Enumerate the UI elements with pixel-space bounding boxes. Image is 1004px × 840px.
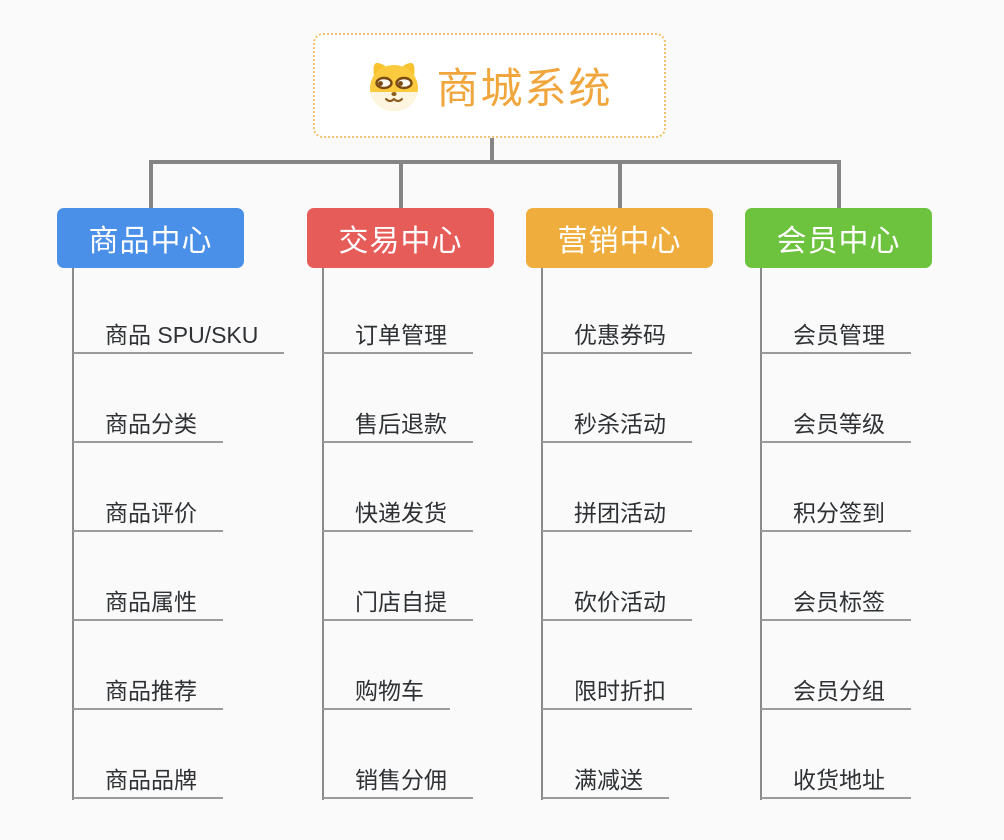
branch-drop-line — [398, 160, 403, 210]
child-node[interactable]: 限时折扣 — [542, 674, 692, 710]
branch-connector-bar — [148, 160, 841, 164]
child-node[interactable]: 购物车 — [323, 674, 450, 710]
child-node[interactable]: 商品 SPU/SKU — [73, 318, 285, 354]
child-node[interactable]: 积分签到 — [761, 496, 911, 532]
child-node[interactable]: 砍价活动 — [542, 585, 692, 621]
child-node[interactable]: 商品推荐 — [73, 674, 223, 710]
child-node[interactable]: 会员等级 — [761, 407, 911, 443]
branch-node-1[interactable]: 商品中心 — [57, 208, 244, 268]
children-connector-line — [541, 268, 543, 800]
child-node[interactable]: 满减送 — [542, 763, 669, 799]
branch-drop-line — [836, 160, 841, 210]
child-node[interactable]: 拼团活动 — [542, 496, 692, 532]
child-node[interactable]: 销售分佣 — [323, 763, 473, 799]
child-node[interactable]: 订单管理 — [323, 318, 473, 354]
child-node[interactable]: 会员管理 — [761, 318, 911, 354]
root-node[interactable]: 商城系统 — [313, 33, 666, 138]
child-node[interactable]: 秒杀活动 — [542, 407, 692, 443]
trunk-connector-line — [490, 138, 494, 162]
child-node[interactable]: 售后退款 — [323, 407, 473, 443]
child-node[interactable]: 快递发货 — [323, 496, 473, 532]
children-connector-line — [72, 268, 74, 800]
branch-drop-line — [617, 160, 622, 210]
child-node[interactable]: 商品品牌 — [73, 763, 223, 799]
child-node[interactable]: 门店自提 — [323, 585, 473, 621]
child-node[interactable]: 商品属性 — [73, 585, 223, 621]
branch-node-3[interactable]: 营销中心 — [526, 208, 713, 268]
child-node[interactable]: 商品分类 — [73, 407, 223, 443]
dog-face-icon — [370, 62, 419, 111]
branch-node-2[interactable]: 交易中心 — [307, 208, 494, 268]
branch-drop-line — [148, 160, 153, 210]
root-title: 商城系统 — [436, 65, 613, 112]
child-node[interactable]: 会员分组 — [761, 674, 911, 710]
child-node[interactable]: 会员标签 — [761, 585, 911, 621]
branch-node-4[interactable]: 会员中心 — [745, 208, 932, 268]
child-node[interactable]: 商品评价 — [73, 496, 223, 532]
child-node[interactable]: 收货地址 — [761, 763, 911, 799]
child-node[interactable]: 优惠券码 — [542, 318, 692, 354]
children-connector-line — [760, 268, 762, 800]
children-connector-line — [322, 268, 324, 800]
